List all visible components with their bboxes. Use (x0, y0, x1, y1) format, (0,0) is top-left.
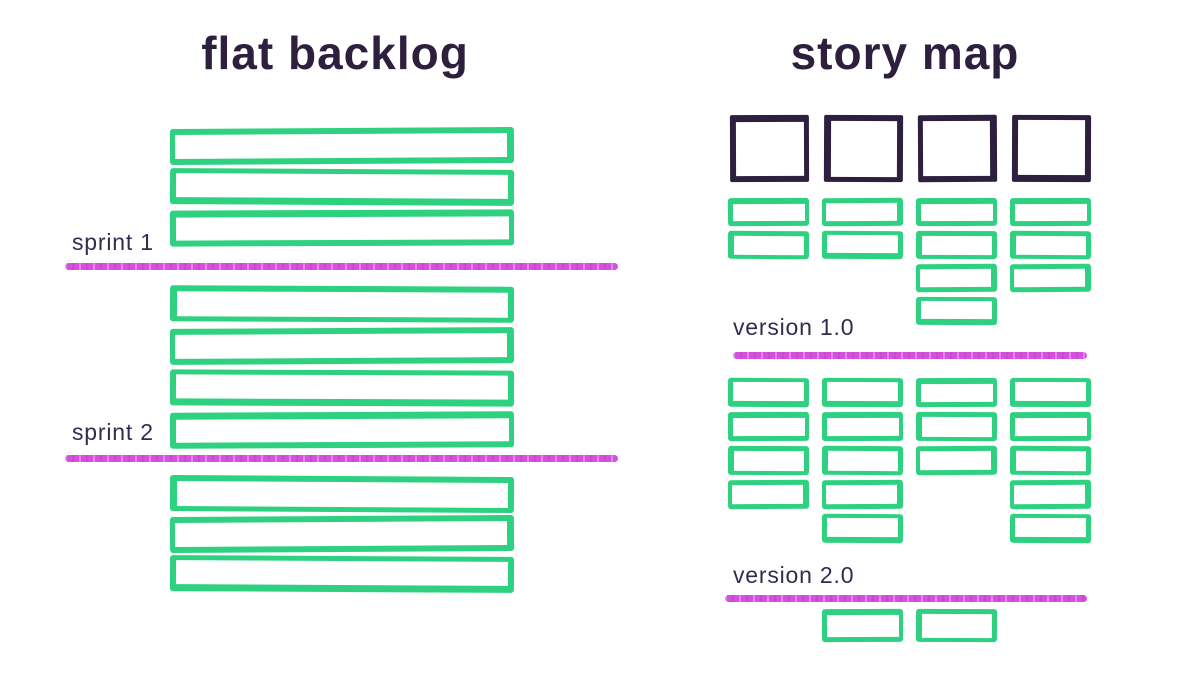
backlog-item-card (169, 285, 515, 323)
epic-card (1011, 114, 1092, 183)
story-card (915, 230, 998, 260)
backlog-item-card (169, 369, 515, 407)
version-1-label: version 1.0 (733, 314, 855, 340)
story-card (1009, 230, 1092, 260)
story-card (821, 479, 904, 510)
sprint-1-label: sprint 1 (72, 229, 154, 255)
backlog-item-card (169, 209, 515, 247)
story-card (821, 230, 904, 260)
sprint-2-label: sprint 2 (72, 419, 154, 445)
story-card (915, 377, 998, 408)
version-2-divider-line (725, 595, 1087, 602)
sprint-2-divider-line (65, 455, 618, 462)
story-card (915, 445, 998, 476)
story-card (821, 513, 904, 544)
backlog-item-card (169, 168, 515, 206)
version-1-divider-line (733, 352, 1087, 359)
story-card (727, 445, 810, 476)
flat-backlog-title: flat backlog (201, 27, 469, 79)
story-card (915, 411, 998, 442)
story-card (821, 445, 904, 476)
story-card (915, 608, 998, 643)
story-card (727, 377, 810, 408)
backlog-item-card (169, 411, 515, 449)
sprint-1-divider-line (65, 263, 618, 270)
version-2-label: version 2.0 (733, 562, 855, 588)
epic-card (917, 114, 998, 183)
epic-card (823, 114, 904, 183)
backlog-item-card (169, 327, 515, 365)
story-card (727, 479, 810, 510)
story-card (1009, 411, 1092, 442)
story-card (915, 197, 998, 227)
story-card (821, 197, 904, 227)
story-card (1009, 513, 1092, 544)
backlog-item-card (169, 126, 515, 166)
epic-card (729, 114, 810, 183)
story-card (915, 296, 998, 326)
story-card (1009, 263, 1092, 293)
story-card (1009, 197, 1092, 227)
story-card (1009, 377, 1092, 408)
story-card (727, 230, 810, 260)
story-card (821, 608, 904, 643)
backlog-item-card (169, 514, 515, 554)
story-card (727, 197, 810, 227)
backlog-item-card (169, 555, 515, 593)
story-card (821, 377, 904, 408)
story-card (915, 263, 998, 293)
story-card (821, 411, 904, 442)
story-card (727, 411, 810, 442)
story-card (1009, 445, 1092, 476)
story-card (1009, 479, 1092, 510)
backlog-item-card (169, 474, 515, 514)
story-map-title: story map (790, 27, 1020, 79)
